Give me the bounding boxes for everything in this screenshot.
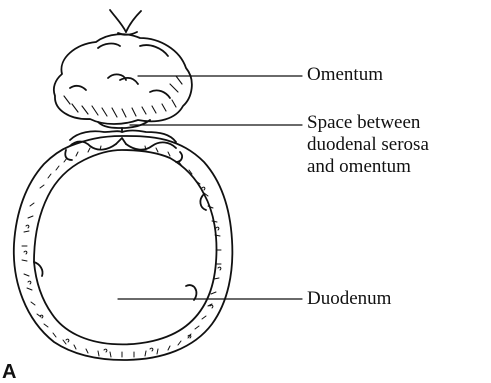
leader-lines bbox=[118, 76, 302, 299]
label-space-between: Space between duodenal serosa and omentu… bbox=[307, 112, 429, 178]
duodenum-inner-wall bbox=[34, 150, 217, 344]
label-space-line-2: duodenal serosa bbox=[307, 134, 429, 156]
omentum bbox=[54, 34, 192, 124]
label-duodenum: Duodenum bbox=[307, 288, 391, 310]
omentum-tie bbox=[110, 10, 141, 35]
panel-letter: A bbox=[2, 362, 16, 382]
label-space-line-1: Space between bbox=[307, 112, 429, 134]
label-omentum: Omentum bbox=[307, 64, 383, 86]
label-space-line-3: and omentum bbox=[307, 156, 429, 178]
wall-texture bbox=[22, 146, 221, 357]
